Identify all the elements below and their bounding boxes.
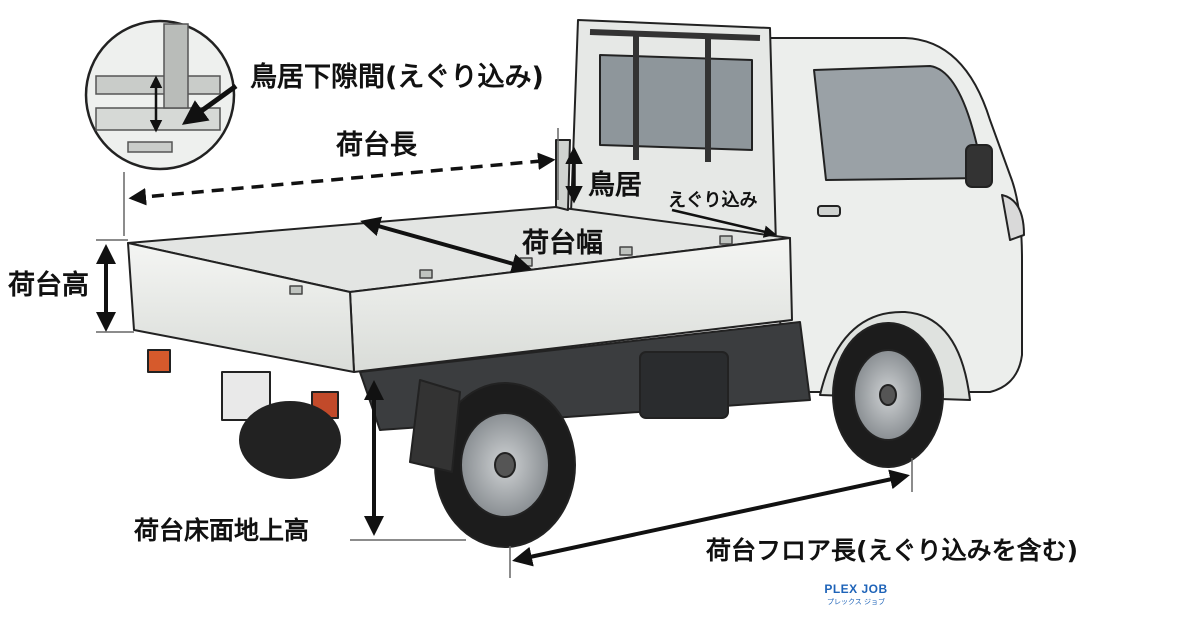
headlight [1001, 194, 1025, 241]
torii-guard-bars [589, 29, 761, 162]
label-bed-width: 荷台幅 [522, 228, 603, 259]
label-floor-length: 荷台フロア長(えぐり込みを含む) [706, 536, 1079, 565]
bed-length-arrow [128, 152, 556, 206]
rear-wheel-far [239, 401, 341, 479]
bed-width-arrow [360, 216, 532, 274]
label-bed-length: 荷台長 [336, 130, 417, 161]
torii-gap-inset [84, 19, 238, 171]
label-bed-height: 荷台高 [8, 270, 89, 301]
brand-logo: PLEX JOB プレックス ジョブ [806, 582, 906, 607]
dimension-lines [96, 128, 913, 578]
front-wheel [832, 322, 944, 468]
label-torii-gap: 鳥居下隙間(えぐり込み) [250, 62, 544, 93]
label-eguri: えぐり込み [668, 190, 758, 211]
eguri-arrow [671, 208, 777, 238]
brand-kana: プレックス ジョブ [826, 598, 885, 606]
label-torii: 鳥居 [588, 170, 642, 201]
floor-length-arrow [512, 469, 910, 567]
mud-flap [409, 379, 461, 473]
side-mirror [965, 144, 993, 188]
cab-rear-window [599, 54, 753, 151]
truck-illustration [127, 19, 1025, 548]
fuel-tank [639, 351, 729, 419]
label-floor-height: 荷台床面地上高 [134, 516, 310, 545]
bed-tailgate [127, 242, 355, 373]
brand-name: PLEX JOB [824, 582, 888, 596]
rear-lamp-left [147, 349, 171, 373]
door-handle [817, 205, 841, 217]
